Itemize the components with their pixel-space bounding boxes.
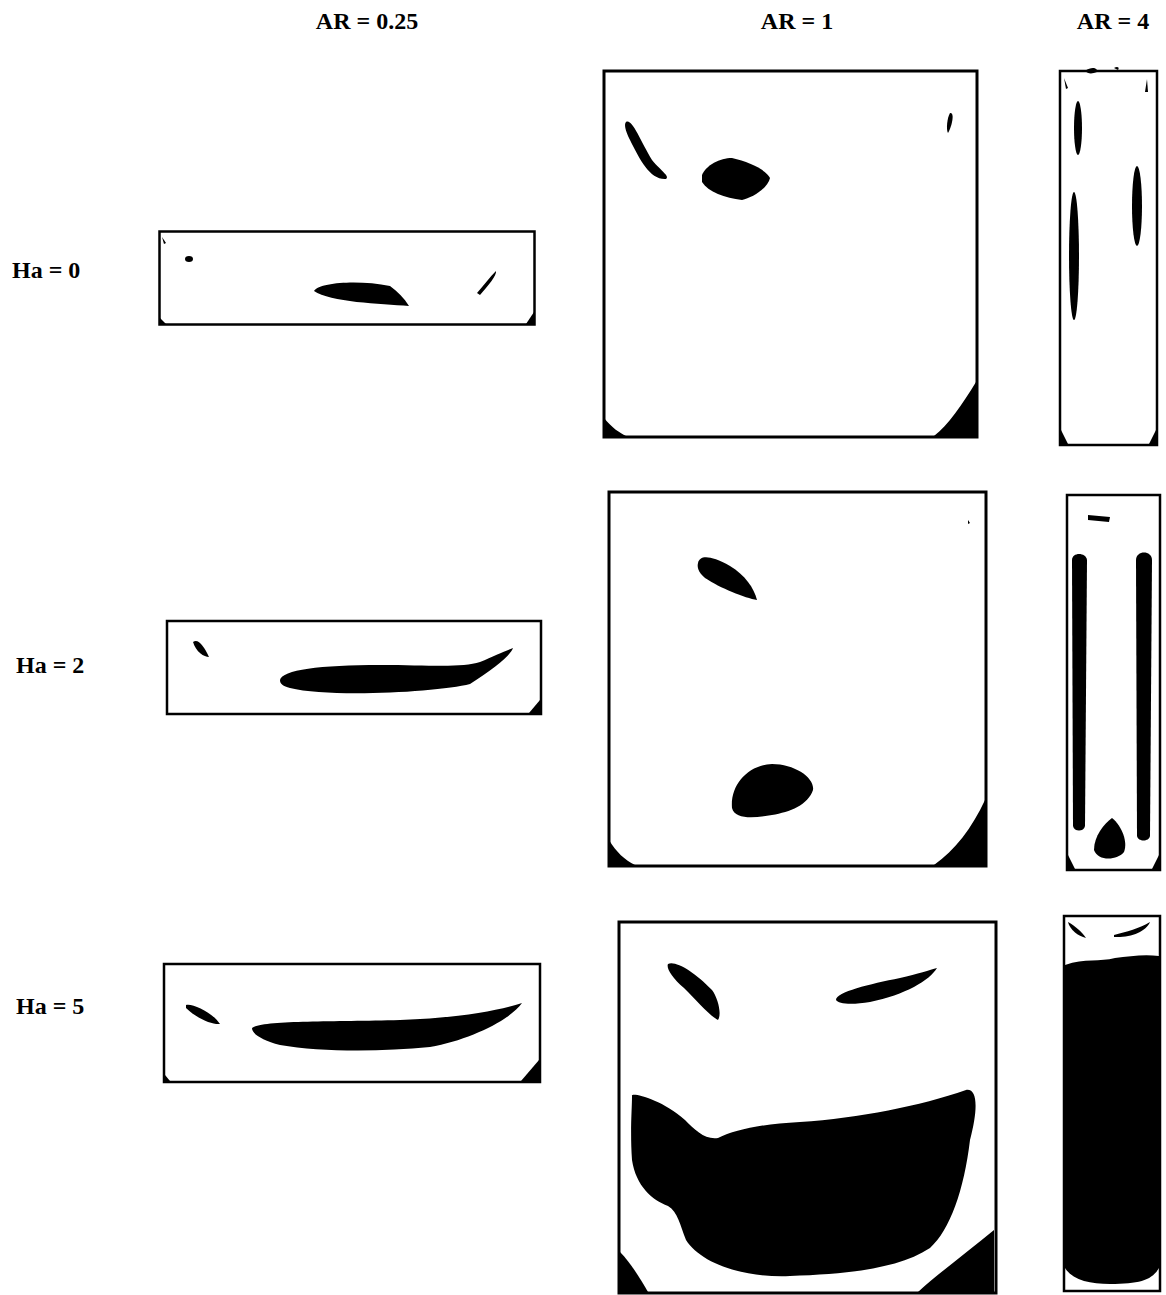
phase-region [314, 283, 409, 306]
cavity-outline [1060, 71, 1157, 445]
phase-region [1069, 192, 1079, 320]
row-label: Ha = 2 [16, 652, 84, 678]
cavity-outline [164, 964, 540, 1082]
cavity-outline [160, 232, 535, 325]
phase-region [702, 158, 770, 200]
phase-region [620, 1252, 648, 1292]
phase-region [280, 648, 513, 693]
phase-region [1114, 922, 1150, 937]
phase-region [624, 932, 626, 934]
phase-region [836, 968, 937, 1004]
row-label: Ha = 0 [12, 257, 80, 283]
phase-region [1085, 68, 1097, 73]
phase-region [186, 1005, 220, 1024]
phase-region [160, 318, 166, 324]
phase-region [1065, 955, 1159, 1284]
cavity-outline [609, 492, 986, 866]
phase-region [732, 764, 813, 817]
phase-region [1070, 500, 1074, 504]
cavity-outline [1067, 495, 1160, 870]
phase-region [609, 840, 635, 865]
phase-region [1132, 166, 1142, 246]
phase-region [698, 557, 757, 600]
phase-region [1094, 818, 1125, 859]
phase-region [604, 418, 626, 436]
phase-region [934, 382, 976, 436]
cavity-outline [1064, 916, 1160, 1291]
phase-region [1136, 553, 1152, 841]
phase-region [1072, 554, 1087, 831]
phase-region [968, 520, 970, 524]
phase-region [1152, 855, 1159, 869]
phase-region [521, 1060, 539, 1081]
phase-region [1068, 855, 1075, 869]
phase-region [1114, 67, 1119, 70]
cavity-outline [619, 922, 996, 1293]
phase-region [1145, 79, 1148, 92]
row-label: Ha = 5 [16, 993, 84, 1019]
phase-region [1149, 430, 1156, 444]
phase-region [625, 122, 667, 180]
phase-group [160, 67, 1161, 1293]
phase-region [185, 256, 193, 262]
phase-region [477, 271, 496, 295]
column-header: AR = 0.25 [316, 8, 418, 34]
phase-region [668, 963, 720, 1020]
cavity-outline [604, 71, 977, 437]
phase-region [1068, 922, 1086, 938]
phase-region [526, 312, 534, 324]
phase-region [165, 1075, 170, 1081]
phase-region [1064, 78, 1068, 89]
column-header: AR = 4 [1077, 8, 1149, 34]
column-header: AR = 1 [761, 8, 833, 34]
phase-region [934, 800, 985, 865]
phase-region [918, 1230, 994, 1292]
phase-region [193, 641, 209, 657]
phase-region [1061, 430, 1068, 444]
phase-region [162, 237, 166, 244]
phase-region [536, 1001, 538, 1004]
phase-region [947, 113, 953, 133]
cavity-outline [167, 621, 541, 714]
phase-region [1088, 515, 1110, 522]
phase-region [529, 700, 540, 713]
phase-region [252, 1003, 522, 1051]
phase-region [168, 624, 171, 628]
phase-region [1074, 101, 1082, 155]
phase-region [631, 1090, 975, 1276]
